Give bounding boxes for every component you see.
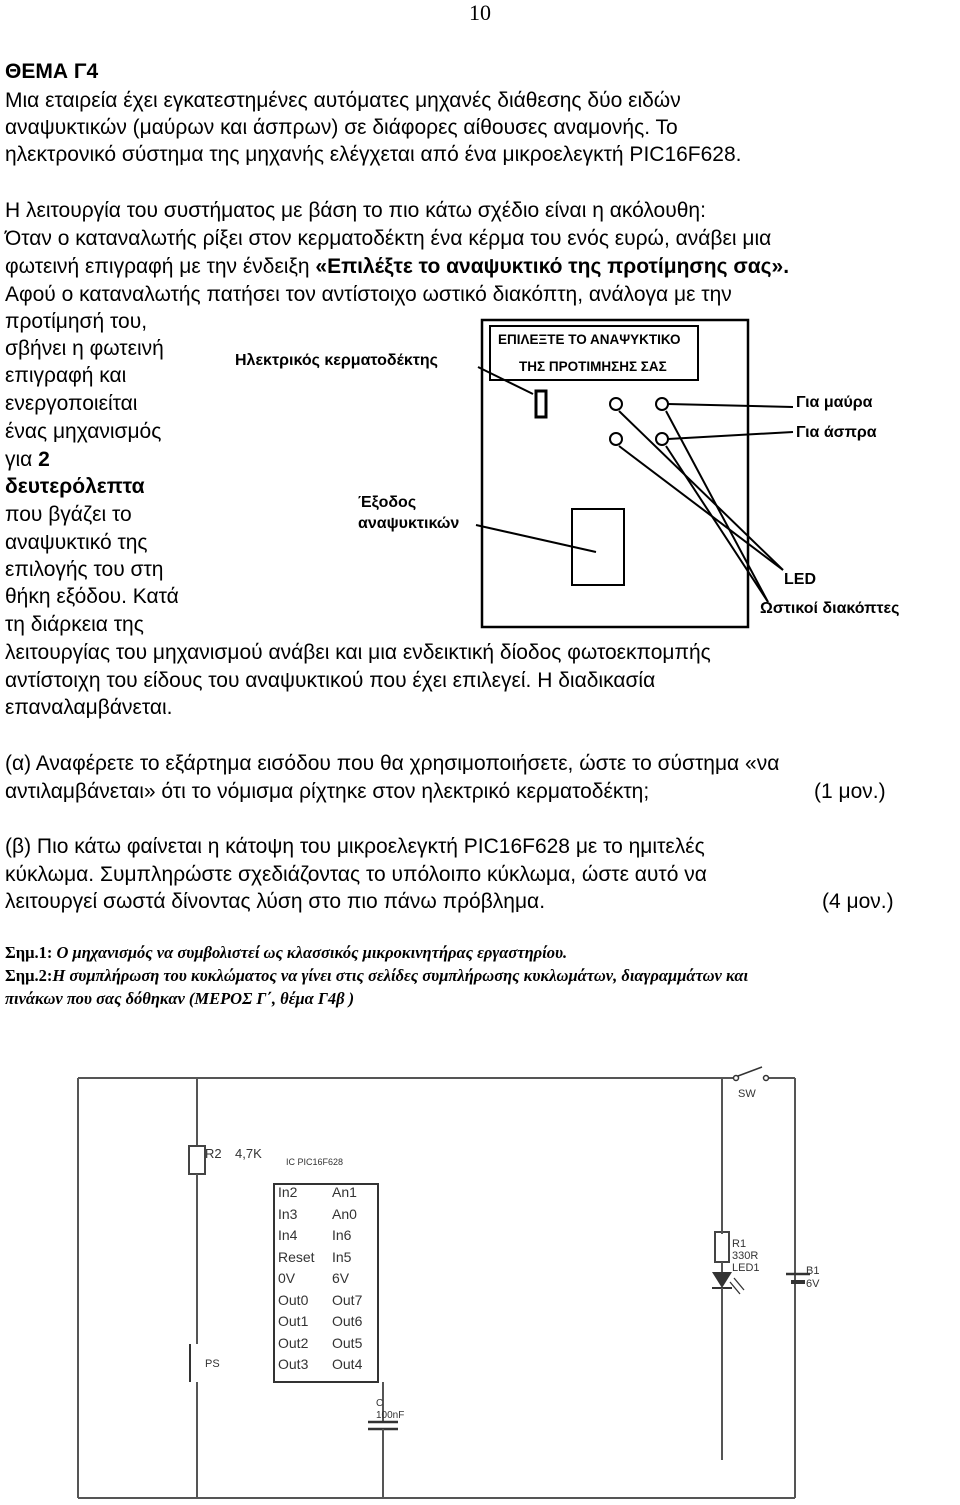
function-line-4: Αφού ο καταναλωτής πατήσει τον αντίστοιχ… xyxy=(5,283,732,306)
pin-6v: 6V xyxy=(332,1270,350,1286)
white-drink-label: Για άσπρα xyxy=(796,424,877,441)
push-switches-label: Ωστικοί διακόπτες xyxy=(760,600,900,617)
function-line-13: αναψυκτικό της xyxy=(5,531,148,554)
coin-slot-label: Ηλεκτρικός κερματοδέκτης xyxy=(235,352,438,369)
battery-value: 6V xyxy=(806,1278,820,1290)
pin-in3: In3 xyxy=(278,1205,298,1222)
function-line-3: φωτεινή επιγραφή με την ένδειξη «Επιλέξτ… xyxy=(5,253,789,281)
function-line-18: αντίστοιχη του είδους του αναψυκτικού πο… xyxy=(5,669,656,692)
note-1: Σημ.1: Ο μηχανισμός να συμβολιστεί ως κλ… xyxy=(5,941,567,964)
function-line-12: που βγάζει το xyxy=(5,503,132,526)
led-label: LED xyxy=(784,571,816,588)
r1-value: 330R xyxy=(732,1250,759,1262)
led-black xyxy=(609,397,623,411)
panel-text-line-1: ΕΠΙΛΕΞΤΕ ΤΟ ΑΝΑΨΥΚΤΙΚΟ xyxy=(498,332,681,347)
pin-out6: Out6 xyxy=(332,1313,363,1329)
function-line-3-text: φωτεινή επιγραφή με την ένδειξη xyxy=(5,255,316,278)
circuit-labels: R2 4,7K IC PIC16F628 In2 In3 In4 Reset 0… xyxy=(70,1060,950,1500)
message-panel xyxy=(489,325,699,381)
outlet-label-line-2: αναψυκτικών xyxy=(358,515,460,532)
function-line-10: για 2 xyxy=(5,446,50,474)
ic-pins-right: An1 An0 In6 In5 6V Out7 Out6 Out5 Out4 xyxy=(332,1182,362,1376)
led1-diode xyxy=(712,1272,732,1288)
pin-out0: Out0 xyxy=(278,1291,309,1308)
r2-name: R2 xyxy=(205,1146,222,1161)
r1-led1-b1-components xyxy=(712,1231,810,1460)
ic-body xyxy=(273,1183,379,1383)
panel-text-line-2: ΤΗΣ ΠΡΟΤΙΜΗΣΗΣ ΣΑΣ xyxy=(519,359,667,374)
function-line-11: δευτερόλεπτα xyxy=(5,475,145,498)
function-line-2: Όταν ο καταναλωτής ρίξει στον κερματοδέκ… xyxy=(5,227,772,250)
function-line-15: θήκη εξόδου. Κατά xyxy=(5,585,179,608)
pin-in6: In6 xyxy=(332,1227,352,1243)
switch-name: SW xyxy=(738,1088,756,1100)
question-b-line-3: λειτουργεί σωστά δίνοντας λύση στο πιο π… xyxy=(5,890,546,913)
pin-an0: An0 xyxy=(332,1205,357,1222)
vending-machine-drawing xyxy=(228,312,958,630)
pin-in5: In5 xyxy=(332,1248,352,1265)
function-line-8: ενεργοποιείται xyxy=(5,392,138,415)
pin-out2: Out2 xyxy=(278,1334,309,1351)
circuit-view-svg xyxy=(77,1066,796,1499)
note-2-text: Η συμπλήρωση του κυκλώματος να γίνει στι… xyxy=(52,966,749,985)
page-number: 10 xyxy=(469,0,491,25)
led-white xyxy=(609,432,623,446)
note-2-prefix: Σημ.2: xyxy=(5,966,53,985)
vending-machine-figure: ΕΠΙΛΕΞΤΕ ΤΟ ΑΝΑΨΥΚΤΙΚΟ ΤΗΣ ΠΡΟΤΙΜΗΣΗΣ ΣΑ… xyxy=(228,312,958,630)
note-1-text: Ο μηχανισμός να συμβολιστεί ως κλασσικός… xyxy=(52,943,568,962)
pin-out4: Out4 xyxy=(332,1356,363,1372)
ic-pins-left: In2 In3 In4 Reset 0V Out0 Out1 Out2 Out3 xyxy=(278,1182,315,1376)
led1-name: LED1 xyxy=(732,1262,760,1274)
question-a-marks: (1 μον.) xyxy=(814,780,886,803)
cap-name: C xyxy=(376,1398,384,1409)
r1-name: R1 xyxy=(732,1238,747,1250)
ps-label: PS xyxy=(205,1358,220,1370)
question-b-marks: (4 μον.) xyxy=(822,890,894,913)
outlet-label-line-1: Έξοδος xyxy=(358,494,417,511)
cap-value: 100nF xyxy=(376,1410,405,1421)
pin-out7: Out7 xyxy=(332,1291,363,1308)
question-a-line-2: αντιλαμβάνεται» ότι το νόμισμα ρίχτηκε σ… xyxy=(5,780,650,803)
question-heading: ΘΕΜΑ Γ4 xyxy=(5,60,99,83)
function-line-10-text: για xyxy=(5,448,39,471)
pin-reset: Reset xyxy=(278,1248,315,1265)
function-line-5: προτίμησή του, xyxy=(5,310,148,333)
function-line-7: επιγραφή και xyxy=(5,364,127,387)
duration-number: 2 xyxy=(38,448,50,471)
note-2-line-2: πινάκων που σας δόθηκαν (ΜΕΡΟΣ Γ΄, θέμα … xyxy=(5,989,355,1008)
note-1-prefix: Σημ.1: xyxy=(5,943,53,962)
sw-right-contact xyxy=(762,1074,770,1082)
intro-line-2: αναψυκτικών (μαύρων και άσπρων) σε διάφο… xyxy=(5,116,678,139)
sw-left-contact xyxy=(732,1074,740,1082)
pin-in2: In2 xyxy=(278,1184,298,1200)
function-line-19: επαναλαμβάνεται. xyxy=(5,696,173,719)
machine-body xyxy=(480,318,750,629)
ic-label: IC PIC16F628 xyxy=(286,1157,344,1167)
pin-0v: 0V xyxy=(278,1270,296,1286)
pin-out3: Out3 xyxy=(278,1356,309,1372)
pin-out5: Out5 xyxy=(332,1334,363,1351)
intro-line-1: Μια εταιρεία έχει εγκατεστημένες αυτόματ… xyxy=(5,89,681,112)
pin-in4: In4 xyxy=(278,1227,298,1243)
battery-name: B1 xyxy=(806,1265,820,1277)
function-line-1: Η λειτουργία του συστήματος με βάση το π… xyxy=(5,199,706,222)
function-line-16: τη διάρκεια της xyxy=(5,613,144,636)
function-line-14: επιλογής του στη xyxy=(5,558,164,581)
question-b-line-2: κύκλωμα. Συμπληρώστε σχεδιάζοντας το υπό… xyxy=(5,863,707,886)
r1-feed-wire xyxy=(721,1078,723,1234)
pin-an1: An1 xyxy=(332,1184,357,1200)
panel-message-quote: «Επιλέξτε το αναψυκτικό της προτίμησης σ… xyxy=(315,255,790,278)
r2-value: 4,7K xyxy=(235,1146,262,1161)
function-line-9: ένας μηχανισμός xyxy=(5,420,162,443)
sw-blade xyxy=(737,1066,763,1077)
function-line-17: λειτουργίας του μηχανισμού ανάβει και μι… xyxy=(5,641,711,664)
question-b-line-1: (β) Πιο κάτω φαίνεται η κάτοψη του μικρο… xyxy=(5,835,705,858)
pin-out1: Out1 xyxy=(278,1313,309,1329)
question-a-line-1: (α) Αναφέρετε το εξάρτημα εισόδου που θα… xyxy=(5,752,780,775)
intro-line-3: ηλεκτρονικό σύστημα της μηχανής ελέγχετα… xyxy=(5,143,742,166)
function-line-6: σβήνει η φωτεινή xyxy=(5,337,164,360)
black-drink-label: Για μαύρα xyxy=(796,394,873,411)
note-2: Σημ.2:Η συμπλήρωση του κυκλώματος να γίν… xyxy=(5,964,748,987)
coin-slot xyxy=(534,389,548,419)
